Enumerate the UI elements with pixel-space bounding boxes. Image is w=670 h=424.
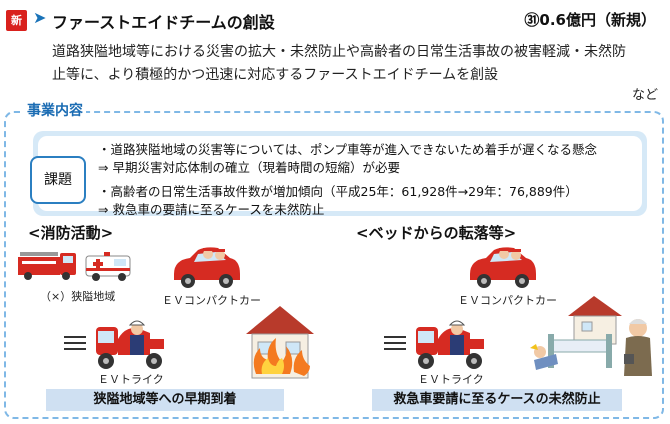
- fire-activity-heading: <消防活動>: [28, 224, 114, 242]
- fire-engine-icon: [18, 252, 76, 280]
- issues-label: 課題: [30, 156, 86, 204]
- issue-line-3: ・高齢者の日常生活事故件数が増加傾向（平成25年：61,928件→29年：76,…: [98, 184, 578, 199]
- content-frame: [4, 111, 664, 419]
- ev-compact-car-icon: [174, 247, 240, 288]
- page-title: ファーストエイドチームの創設: [52, 13, 275, 32]
- elderly-fall-icon: [530, 296, 652, 376]
- ev-trike-caption: ＥＶトライク: [98, 373, 164, 386]
- ambulance-icon: [85, 252, 131, 281]
- issue-line-2: ⇒ 早期災害対応体制の確立（現着時間の短縮）が必要: [98, 160, 400, 175]
- ambulance-prevention-result: 救急車要請に至るケースの未然防止: [372, 389, 622, 411]
- issues-panel-inner: [38, 136, 642, 211]
- issue-line-4: ⇒ 救急車の要請に至るケースを未然防止: [98, 202, 325, 217]
- chevron-right-icon: ➤: [33, 8, 47, 27]
- ev-compact-car-icon: [470, 247, 536, 288]
- menu-lines-icon: [384, 336, 406, 350]
- menu-lines-icon: [64, 336, 86, 350]
- early-arrival-result: 狭隘地域等への早期到着: [46, 389, 284, 411]
- burning-house-icon: [246, 306, 314, 379]
- section-label: 事業内容: [24, 100, 86, 120]
- description-line-1: 道路狭隘地域等における災害の拡大・未然防止や高齢者の日常生活事故の被害軽減・未然…: [52, 44, 626, 60]
- ev-trike-caption: ＥＶトライク: [418, 373, 484, 386]
- ev-compact-car-caption: ＥＶコンパクトカー: [458, 294, 557, 307]
- etc-note: など: [631, 88, 658, 103]
- budget-amount: ㉛0.6億円（新規）: [524, 11, 656, 29]
- ev-compact-car-caption: ＥＶコンパクトカー: [162, 294, 261, 307]
- ev-trike-icon: [96, 320, 164, 369]
- new-badge: 新: [6, 10, 27, 31]
- description-line-2: 止等に、より積極的かつ迅速に対応するファーストエイドチームを創設: [52, 67, 499, 83]
- bed-fall-heading: <ベッドからの転落等>: [356, 224, 517, 242]
- ev-trike-icon: [416, 320, 484, 369]
- issue-line-1: ・道路狭隘地域の災害等については、ポンプ車等が進入できないため着手が遅くなる懸念: [98, 142, 598, 157]
- narrow-area-caption: （×）狭隘地域: [40, 290, 116, 303]
